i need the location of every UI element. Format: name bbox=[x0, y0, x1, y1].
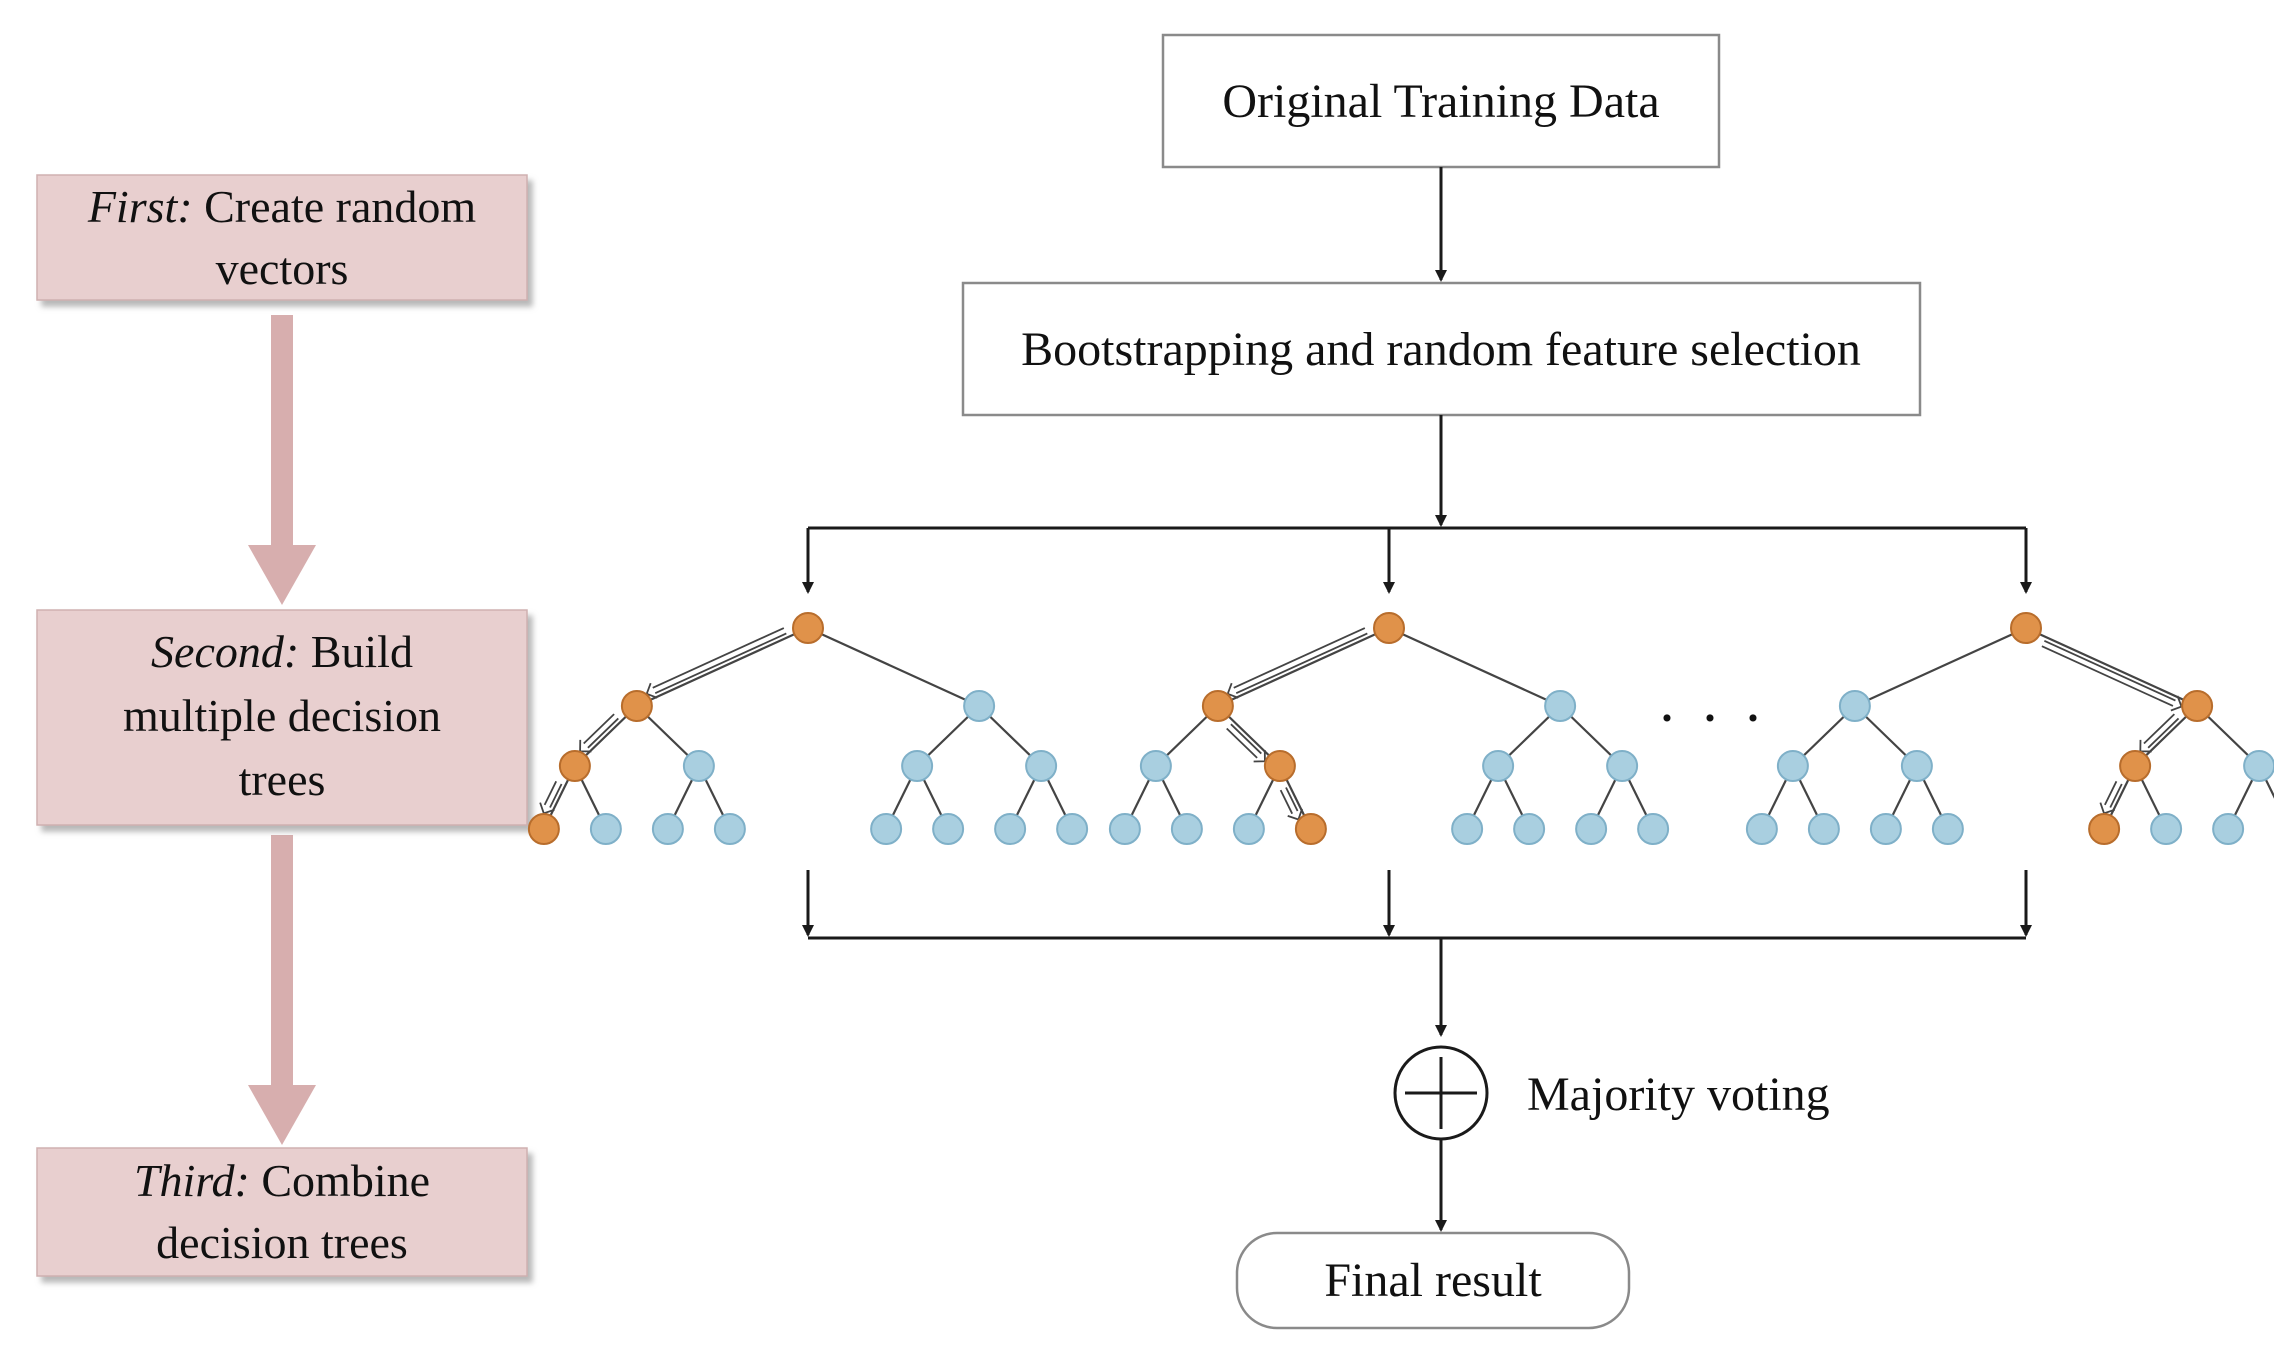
tree-node-selected bbox=[1263, 750, 1296, 782]
tree-node bbox=[1807, 813, 1840, 845]
tree-node bbox=[2243, 750, 2274, 782]
tree-node bbox=[1637, 813, 1670, 845]
tree-node-selected bbox=[2119, 750, 2152, 782]
stage-first-prefix: First: bbox=[87, 181, 193, 232]
ellipsis: · · · bbox=[1657, 685, 1767, 751]
stage-second-prefix: Second: bbox=[151, 626, 299, 677]
tree-node bbox=[1931, 813, 1964, 845]
stage-third-prefix: Third: bbox=[134, 1155, 250, 1206]
tree-node bbox=[963, 690, 996, 722]
majority-voting-label: Majority voting bbox=[1527, 1068, 1830, 1121]
tree-node bbox=[1745, 813, 1778, 845]
stage-third-line-2: decision trees bbox=[156, 1217, 408, 1268]
stage-second-line-1: Build bbox=[311, 626, 413, 677]
stage-second-line-3: trees bbox=[239, 754, 326, 805]
bootstrap-box bbox=[961, 281, 1922, 417]
tree-node bbox=[1575, 813, 1608, 845]
stage-third-line-1: Combine bbox=[261, 1155, 430, 1206]
stage-second-line-2: multiple decision bbox=[123, 690, 441, 741]
tree-node bbox=[1513, 813, 1546, 845]
tree-node bbox=[1025, 750, 1058, 782]
tree-node-selected bbox=[1373, 612, 1405, 644]
tree-node bbox=[651, 813, 684, 845]
tree-node-selected bbox=[527, 813, 560, 845]
tree-node bbox=[1482, 750, 1515, 782]
tree-node-selected bbox=[2088, 813, 2121, 845]
tree-node bbox=[589, 813, 622, 845]
tree-node bbox=[682, 750, 715, 782]
tree-node bbox=[1139, 750, 1172, 782]
stage-arrow-2 bbox=[248, 835, 316, 1145]
svg-text:Third: Combi: Third: Combine bbox=[134, 1155, 430, 1206]
stage-third: Third: Combine decision trees bbox=[36, 1147, 528, 1277]
stage-first: First: Create random vectors bbox=[36, 174, 528, 301]
split-connector bbox=[802, 526, 2032, 594]
tree-node-selected bbox=[1201, 690, 1234, 722]
tree-node-selected bbox=[1294, 813, 1327, 845]
tree-node bbox=[1056, 813, 1089, 845]
tree-node bbox=[870, 813, 903, 845]
stage-arrow-1 bbox=[248, 315, 316, 605]
tree-node-selected bbox=[2181, 690, 2214, 722]
stage-second: Second: Build multiple decision trees bbox=[36, 609, 528, 826]
tree-node bbox=[901, 750, 934, 782]
tree-node bbox=[1606, 750, 1639, 782]
final-result-box bbox=[1235, 1231, 1631, 1330]
bootstrap-label: Bootstrapping and random feature selecti… bbox=[1021, 323, 1861, 376]
majority-voting-symbol bbox=[1393, 1045, 1489, 1141]
stage-first-line-1: Create random bbox=[204, 181, 476, 232]
stage-column: First: Create random vectors Second: Bui… bbox=[36, 174, 528, 1277]
tree-node bbox=[1869, 813, 1902, 845]
stage-first-line-2: vectors bbox=[216, 243, 349, 294]
tree-node-selected bbox=[558, 750, 591, 782]
tree-node bbox=[1838, 690, 1871, 722]
svg-text:First: Creat: First: Create random bbox=[87, 181, 477, 232]
tree-node bbox=[994, 813, 1027, 845]
tree-node-selected bbox=[2010, 612, 2042, 644]
svg-text:Second: Buil: Second: Build bbox=[151, 626, 413, 677]
tree-node bbox=[1108, 813, 1141, 845]
tree-2 bbox=[1108, 612, 1670, 845]
tree-node bbox=[2150, 813, 2183, 845]
tree-node bbox=[1451, 813, 1484, 845]
tree-node bbox=[1776, 750, 1809, 782]
tree-node bbox=[1544, 690, 1577, 722]
flow: Original Training Data Bootstrapping and… bbox=[527, 33, 2274, 1330]
tree-node bbox=[1170, 813, 1203, 845]
original-data-box bbox=[1161, 33, 1721, 169]
tree-node bbox=[932, 813, 965, 845]
tree-node bbox=[1900, 750, 1933, 782]
merge-connector bbox=[802, 870, 2032, 1037]
tree-node bbox=[713, 813, 746, 845]
decision-trees bbox=[527, 612, 2274, 845]
tree-node-selected bbox=[792, 612, 824, 644]
original-data-label: Original Training Data bbox=[1222, 75, 1659, 128]
tree-node bbox=[2212, 813, 2245, 845]
tree-node bbox=[1232, 813, 1265, 845]
final-result-label: Final result bbox=[1324, 1254, 1542, 1307]
tree-node-selected bbox=[620, 690, 653, 722]
tree-3 bbox=[1745, 612, 2274, 845]
tree-1 bbox=[527, 612, 1089, 845]
